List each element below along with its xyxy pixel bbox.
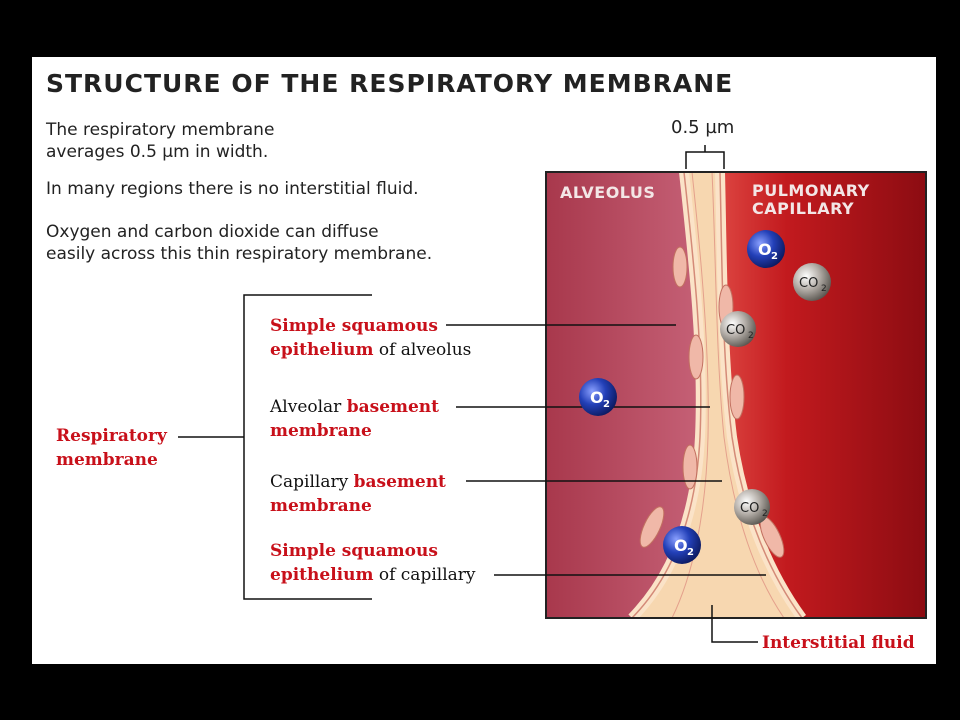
intro-line: easily across this thin respiratory memb…: [46, 244, 433, 264]
label-part: Simple squamous: [270, 316, 438, 336]
alveolar-basement-membrane-label: Alveolar basement membrane: [270, 395, 439, 443]
svg-text:2: 2: [748, 331, 754, 341]
label-part: Respiratory: [56, 426, 167, 446]
o2-molecule: O 2: [663, 526, 701, 564]
intro-diffuse-text: Oxygen and carbon dioxide can diffuse ea…: [46, 221, 432, 265]
svg-text:2: 2: [603, 399, 610, 410]
svg-text:2: 2: [771, 251, 778, 262]
svg-text:2: 2: [762, 509, 768, 519]
label-part: membrane: [56, 450, 158, 470]
label-part: Capillary: [270, 472, 354, 492]
region-line: CAPILLARY: [752, 199, 855, 218]
scale-bracket: [685, 145, 725, 169]
label-part: Interstitial fluid: [762, 633, 915, 653]
intro-line: The respiratory membrane: [46, 120, 275, 140]
simple-squamous-alveolus-label: Simple squamous epithelium of alveolus: [270, 314, 471, 362]
intro-width-text: The respiratory membrane averages 0.5 µm…: [46, 119, 274, 163]
co2-molecule: CO 2: [793, 263, 831, 301]
label-part: epithelium: [270, 565, 374, 585]
label-part: Simple squamous: [270, 541, 438, 561]
label-part: basement: [346, 397, 440, 417]
pulmonary-capillary-label: PULMONARY CAPILLARY: [752, 182, 870, 218]
intro-line: Oxygen and carbon dioxide can diffuse: [46, 222, 379, 242]
intro-line: averages 0.5 µm in width.: [46, 142, 269, 162]
svg-text:CO: CO: [726, 323, 745, 338]
page-title: Structure of the Respiratory Membrane: [46, 69, 734, 98]
svg-text:O: O: [590, 388, 604, 407]
svg-text:O: O: [758, 240, 772, 259]
region-line: PULMONARY: [752, 181, 870, 200]
svg-text:2: 2: [687, 547, 694, 558]
co2-molecule: CO 2: [734, 489, 770, 525]
simple-squamous-capillary-label: Simple squamous epithelium of capillary: [270, 539, 476, 587]
slide: O 2 CO 2 CO 2 O 2 CO 2 O 2 Structur: [32, 57, 936, 664]
label-part: membrane: [270, 496, 372, 516]
respiratory-membrane-label: Respiratory membrane: [56, 424, 167, 472]
svg-text:CO: CO: [740, 501, 759, 516]
intro-fluid-text: In many regions there is no interstitial…: [46, 179, 419, 199]
label-part: membrane: [270, 421, 372, 441]
svg-text:O: O: [674, 536, 688, 555]
scale-label: 0.5 µm: [671, 117, 735, 138]
label-part: epithelium: [270, 340, 374, 360]
diagram-frame: [545, 171, 927, 619]
interstitial-leader: [711, 605, 758, 643]
label-part: of capillary: [373, 565, 476, 585]
interstitial-fluid-region: [632, 172, 802, 618]
label-part: basement: [353, 472, 446, 492]
respiratory-membrane-diagram: O 2 CO 2 CO 2 O 2 CO 2 O 2: [178, 145, 927, 643]
label-part: of alveolus: [373, 340, 472, 360]
o2-molecule: O 2: [747, 230, 785, 268]
interstitial-fluid-label: Interstitial fluid: [762, 631, 915, 655]
capillary-basement-membrane-label: Capillary basement membrane: [270, 470, 446, 518]
label-part: Alveolar: [270, 397, 347, 417]
o2-molecule: O 2: [579, 378, 617, 416]
svg-text:2: 2: [821, 284, 827, 294]
respiratory-bracket: [243, 294, 372, 600]
co2-molecule: CO 2: [720, 311, 756, 347]
alveolus-label: ALVEOLUS: [560, 183, 656, 202]
svg-text:CO: CO: [799, 276, 818, 291]
